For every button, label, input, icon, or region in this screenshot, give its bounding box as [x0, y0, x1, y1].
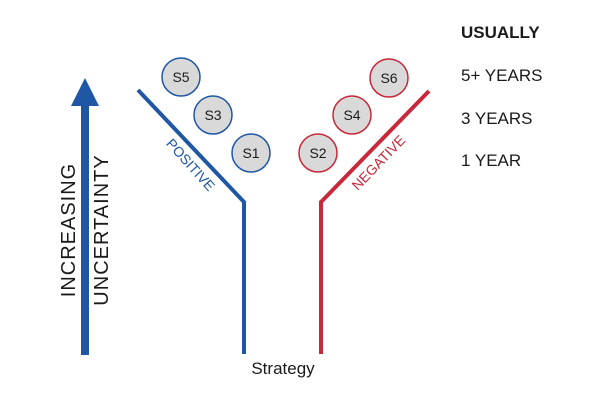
horizon-header: USUALLY	[461, 23, 540, 42]
horizon-item-5-years: 5+ YEARS	[461, 66, 542, 85]
scenario-node-s4: S4	[332, 95, 372, 135]
scenario-node-s3: S3	[193, 95, 233, 135]
axis-label-uncertainty: UNCERTAINTY	[91, 154, 113, 305]
scenario-node-s2: S2	[298, 133, 338, 173]
positive-arm-line	[136, 88, 246, 354]
strategy-label: Strategy	[251, 359, 315, 378]
arrow-head	[71, 78, 99, 106]
scenario-label-s1: S1	[242, 145, 259, 161]
scenario-node-s1: S1	[231, 133, 271, 173]
scenario-label-s5: S5	[172, 69, 189, 85]
scenario-label-s4: S4	[343, 107, 360, 123]
scenario-label-s3: S3	[204, 107, 221, 123]
negative-arm-line	[319, 89, 431, 354]
scenario-node-s6: S6	[369, 58, 409, 98]
axis-label-increasing: INCREASING	[58, 163, 80, 297]
horizon-item-3-years: 3 YEARS	[461, 109, 533, 128]
scenario-node-s5: S5	[161, 57, 201, 97]
uncertainty-arrow	[71, 78, 99, 355]
scenario-label-s2: S2	[309, 145, 326, 161]
horizon-item-1-year: 1 YEAR	[461, 151, 521, 170]
scenario-label-s6: S6	[380, 70, 397, 86]
